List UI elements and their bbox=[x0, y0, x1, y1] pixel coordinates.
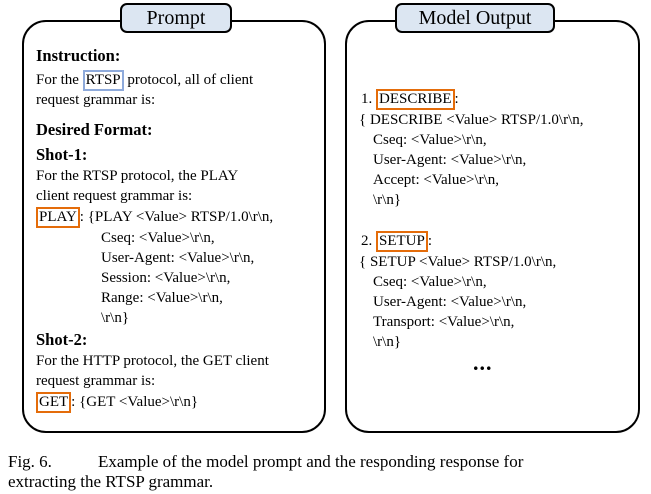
describe-highlight-box: DESCRIBE bbox=[376, 89, 455, 110]
setup-highlight-box: SETUP bbox=[376, 231, 428, 252]
shot1-description-line-1: For the RTSP protocol, the PLAY bbox=[36, 168, 239, 184]
shot1-field: Cseq: <Value>\r\n, bbox=[101, 230, 215, 246]
shot2-description-line-1: For the HTTP protocol, the GET client bbox=[36, 353, 269, 369]
caption-text-line-1: Example of the model prompt and the resp… bbox=[98, 452, 524, 471]
shot1-field: User-Agent: <Value>\r\n, bbox=[101, 250, 255, 266]
shot2-heading: Shot-2: bbox=[36, 330, 88, 349]
output-item-2-colon: : bbox=[427, 233, 433, 249]
shot1-description-line-2: client request grammar is: bbox=[36, 188, 193, 204]
get-highlight-box: GET bbox=[36, 392, 72, 413]
output-item-1-number: 1. bbox=[361, 91, 376, 107]
output-item-2-header: 2. SETUP: bbox=[361, 231, 432, 252]
play-highlight-box: PLAY bbox=[36, 207, 80, 228]
instruction-heading: Instruction: bbox=[36, 46, 121, 65]
shot2-grammar: : {GET <Value>\r\n} bbox=[71, 394, 199, 410]
output-item-1-field: Cseq: <Value>\r\n, bbox=[373, 132, 487, 148]
instruction-text-post: protocol, all of client bbox=[123, 72, 254, 88]
output-item-1-field: User-Agent: <Value>\r\n, bbox=[373, 152, 527, 168]
caption-line-1: Fig. 6. Example of the model prompt and t… bbox=[8, 452, 523, 472]
output-item-2-number: 2. bbox=[361, 233, 376, 249]
model-output-panel bbox=[345, 20, 640, 433]
output-item-1-header: 1. DESCRIBE: bbox=[361, 89, 459, 110]
shot1-grammar-start: : {PLAY <Value> RTSP/1.0\r\n, bbox=[79, 209, 274, 225]
output-item-2-field: Cseq: <Value>\r\n, bbox=[373, 274, 487, 290]
instruction-text-pre: For the bbox=[36, 72, 83, 88]
shot1-field: Range: <Value>\r\n, bbox=[101, 290, 223, 306]
prompt-title: Prompt bbox=[120, 3, 232, 33]
output-item-1-field: Accept: <Value>\r\n, bbox=[373, 172, 500, 188]
figure-caption: Fig. 6. Example of the model prompt and t… bbox=[8, 452, 523, 492]
caption-label: Fig. 6. bbox=[8, 452, 52, 471]
output-item-1-field: \r\n} bbox=[373, 192, 402, 208]
output-item-1-colon: : bbox=[454, 91, 459, 107]
output-item-1-grammar-start: { DESCRIBE <Value> RTSP/1.0\r\n, bbox=[359, 112, 584, 128]
shot1-grammar-first-line: PLAY: {PLAY <Value> RTSP/1.0\r\n, bbox=[36, 207, 273, 228]
instruction-line-2: request grammar is: bbox=[36, 92, 156, 108]
output-ellipsis: ... bbox=[473, 350, 493, 375]
shot1-field: \r\n} bbox=[101, 310, 130, 326]
shot1-field: Session: <Value>\r\n, bbox=[101, 270, 231, 286]
shot2-grammar-line: GET: {GET <Value>\r\n} bbox=[36, 392, 198, 413]
output-item-2-field: User-Agent: <Value>\r\n, bbox=[373, 294, 527, 310]
rtsp-highlight-box: RTSP bbox=[82, 70, 124, 91]
instruction-line-1: For the RTSP protocol, all of client bbox=[36, 70, 253, 91]
shot2-description-line-2: request grammar is: bbox=[36, 373, 156, 389]
desired-format-heading: Desired Format: bbox=[36, 120, 153, 139]
caption-text-line-2: extracting the RTSP grammar. bbox=[8, 472, 214, 491]
output-item-2-field: Transport: <Value>\r\n, bbox=[373, 314, 515, 330]
model-output-title: Model Output bbox=[395, 3, 555, 33]
output-item-2-field: \r\n} bbox=[373, 334, 402, 350]
output-item-2-grammar-start: { SETUP <Value> RTSP/1.0\r\n, bbox=[359, 254, 557, 270]
shot1-heading: Shot-1: bbox=[36, 145, 88, 164]
